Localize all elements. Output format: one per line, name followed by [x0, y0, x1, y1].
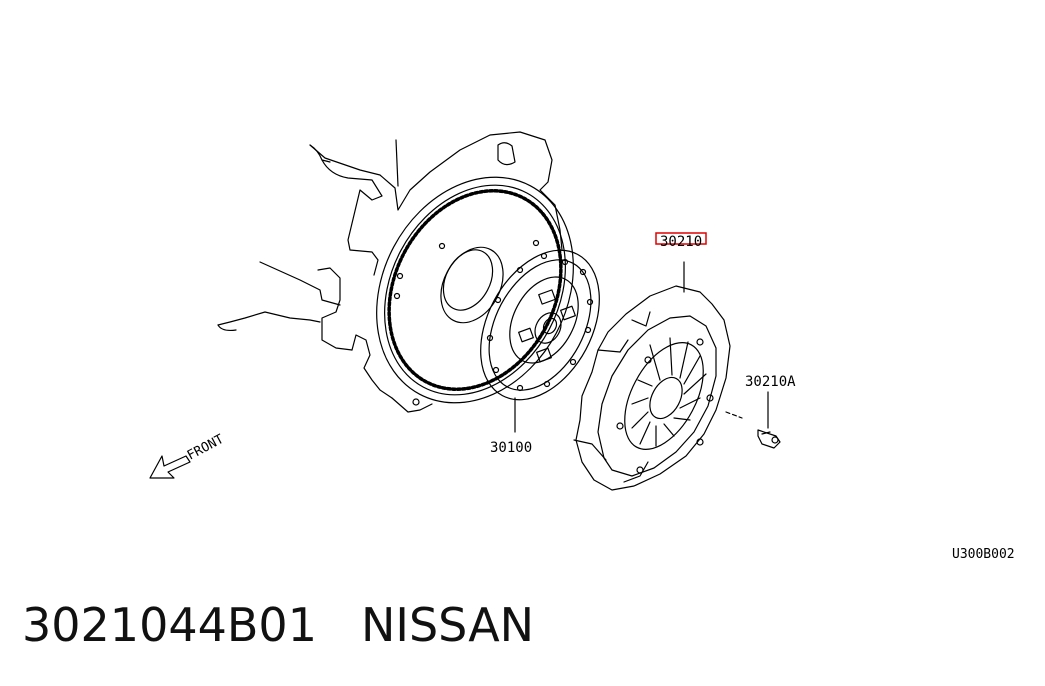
drawing-code: U300B002	[952, 547, 1015, 562]
part-number: 3021044B01	[22, 598, 317, 652]
callout-pressure-plate[interactable]: 30210	[660, 234, 702, 250]
bolt	[757, 429, 781, 449]
engine-block	[217, 131, 563, 413]
flywheel	[376, 176, 574, 406]
callout-highlight	[655, 232, 707, 245]
callout-disc[interactable]: 30100	[490, 440, 532, 456]
brand-name: NISSAN	[360, 598, 535, 652]
leader-line	[725, 411, 743, 419]
part-caption: 3021044B01 NISSAN	[22, 598, 534, 652]
clutch-disc	[480, 249, 600, 433]
front-label: FRONT	[185, 432, 227, 464]
callout-bolt[interactable]: 30210A	[745, 374, 796, 390]
front-arrow-icon	[149, 455, 191, 479]
pressure-plate	[573, 261, 731, 491]
